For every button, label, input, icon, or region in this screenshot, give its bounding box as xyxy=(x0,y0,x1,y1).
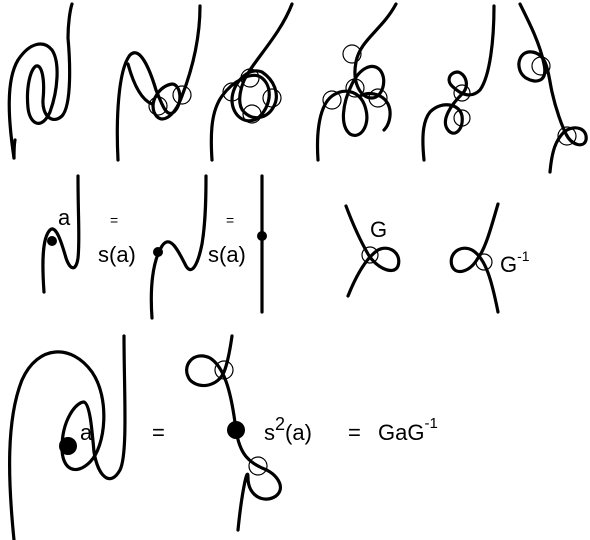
panel2-strand xyxy=(115,4,202,162)
row1-four-crossing-diagram xyxy=(209,2,294,162)
marked-point-dot xyxy=(59,437,77,455)
virtual-crossing xyxy=(148,96,168,116)
row1-spiral-diagram xyxy=(7,2,74,160)
equals-sign: = xyxy=(110,212,118,228)
virtual-crossing xyxy=(453,84,471,102)
marked-point-dot xyxy=(227,421,245,439)
panel6-strand xyxy=(517,2,588,174)
virtual-crossing xyxy=(214,360,234,380)
row1-figure-eight-diagram xyxy=(421,4,496,162)
label-s-squared-a: s2(a) xyxy=(264,414,312,445)
label-G: G xyxy=(370,217,387,242)
virtual-crossing xyxy=(453,109,471,127)
row1-kinked-strand-diagram xyxy=(517,2,588,174)
marked-point-dot xyxy=(47,236,57,246)
label-a: a xyxy=(58,205,71,230)
label-s-a: s(a) xyxy=(208,242,246,267)
virtual-crossing xyxy=(262,88,282,108)
virtual-crossing xyxy=(242,104,262,124)
virtual-crossing xyxy=(361,246,379,264)
virtual-crossing xyxy=(531,56,551,76)
hook-strand xyxy=(41,174,81,294)
row1-two-crossing-diagram xyxy=(115,4,202,162)
label-a: a xyxy=(80,420,93,445)
panel3-strand xyxy=(209,2,294,162)
virtual-crossing xyxy=(222,82,242,102)
virtual-crossing xyxy=(557,126,577,146)
row3-twisted-strand xyxy=(185,334,282,532)
virtual-crossing xyxy=(475,253,493,271)
virtual-crossing xyxy=(322,90,342,110)
equals-sign: = xyxy=(152,420,165,445)
virtual-crossing xyxy=(368,88,388,108)
panel5-strand xyxy=(421,4,496,162)
virtual-crossing xyxy=(248,456,268,476)
equals-sign: = xyxy=(348,420,361,445)
row2-s-move-sequence: a = s(a) = s(a) xyxy=(41,174,267,320)
label-s-a: s(a) xyxy=(98,242,136,267)
wave-strand xyxy=(149,174,208,320)
label-GaG-inverse: GaG-1 xyxy=(378,415,438,445)
spiral-outer-arc xyxy=(12,138,17,160)
spiral-strand xyxy=(7,2,74,160)
kink-G-strand xyxy=(344,204,401,298)
kink-Ginv-strand xyxy=(449,202,500,314)
panel4-strand xyxy=(315,2,398,162)
label-G-inverse: G-1 xyxy=(500,248,530,277)
virtual-crossing xyxy=(240,68,260,88)
row2-kink-G: G xyxy=(344,204,401,298)
big-spiral-strand xyxy=(8,334,127,540)
marked-point-dot xyxy=(153,247,163,257)
virtual-crossing xyxy=(345,78,365,98)
marked-point-dot xyxy=(257,231,267,241)
equals-sign: = xyxy=(226,212,234,228)
row2-kink-G-inverse: G-1 xyxy=(449,202,530,314)
row1-multi-crossing-diagram xyxy=(315,2,398,162)
virtual-crossing xyxy=(172,85,192,105)
virtual-crossing xyxy=(342,44,362,64)
row3-spiral-with-point: a xyxy=(8,334,127,540)
